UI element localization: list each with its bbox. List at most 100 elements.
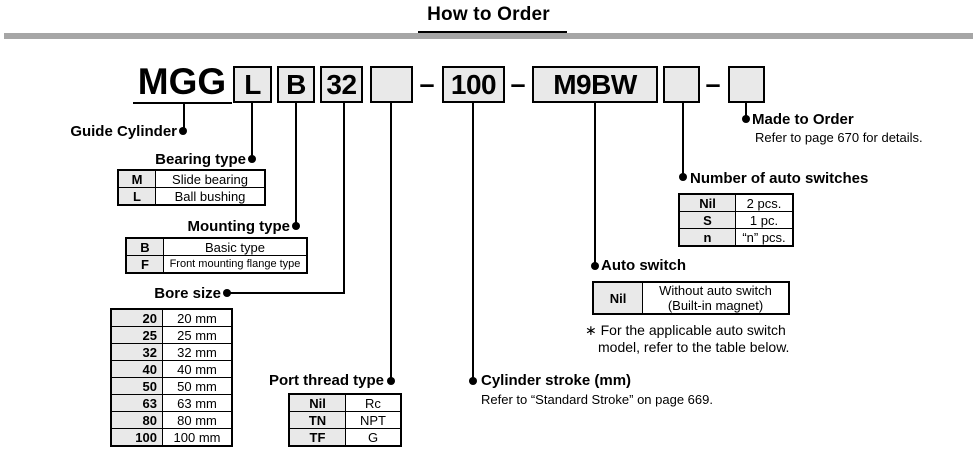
description-cell: 80 mm: [162, 411, 233, 429]
description-cell: 40 mm: [162, 360, 233, 378]
code-cell: M: [117, 169, 156, 188]
connector-line-guide-cylinder: [183, 103, 185, 131]
connector-elbow-bore-size: [227, 292, 345, 294]
code-cell: L: [117, 187, 156, 206]
connector-bullet-port-thread: [387, 377, 395, 385]
auto-switch-label: Auto switch: [601, 257, 686, 274]
description-cell: Without auto switch (Built-in magnet): [642, 281, 790, 315]
model-prefix: MGG: [137, 61, 227, 102]
code-cell: 40: [110, 360, 163, 378]
description-cell: 50 mm: [162, 377, 233, 395]
header-divider: [4, 33, 973, 39]
code-cell: n: [678, 228, 736, 247]
code-cell: TN: [288, 411, 346, 429]
code-cell: Nil: [592, 281, 643, 315]
cylinder-stroke-note: Refer to “Standard Stroke” on page 669.: [481, 392, 713, 407]
code-cell: TF: [288, 428, 346, 447]
code-cell: B: [125, 237, 164, 256]
connector-line-switch-count: [682, 103, 684, 178]
description-cell: 100 mm: [162, 428, 233, 447]
model-box-switch-count: [663, 66, 700, 103]
connector-bullet-auto-switch: [591, 262, 599, 270]
guide-cylinder-label: Guide Cylinder: [70, 123, 177, 140]
code-cell: 50: [110, 377, 163, 395]
description-cell: 63 mm: [162, 394, 233, 412]
code-cell: 100: [110, 428, 163, 447]
code-cell: Nil: [288, 393, 346, 412]
table-row: n“n” pcs.: [678, 228, 794, 247]
mounting-type-label: Mounting type: [187, 218, 290, 235]
connector-line-bearing-type: [251, 103, 253, 161]
connector-line-bore-size: [343, 103, 345, 294]
port-thread-type-label: Port thread type: [268, 372, 384, 389]
model-dash-1: –: [419, 69, 435, 99]
description-cell: NPT: [345, 411, 402, 429]
model-dash-3: –: [705, 69, 721, 99]
code-cell: Nil: [678, 193, 736, 212]
model-prefix-underline: [133, 102, 232, 104]
connector-bullet-mounting-type: [292, 222, 300, 230]
page-title: How to Order: [427, 4, 550, 25]
model-box-stroke: 100: [442, 66, 505, 103]
connector-bullet-bore-size: [223, 289, 231, 297]
bore-size-label: Bore size: [154, 285, 221, 302]
connector-line-mounting-type: [295, 103, 297, 228]
connector-line-made-to-order: [745, 103, 747, 120]
code-cell: 25: [110, 326, 163, 344]
description-cell: Slide bearing: [155, 169, 266, 188]
made-to-order-label: Made to Order: [752, 111, 854, 128]
description-cell: 2 pcs.: [735, 193, 794, 212]
connector-line-port-thread: [390, 103, 392, 382]
code-cell: F: [125, 255, 164, 274]
description-cell: 25 mm: [162, 326, 233, 344]
made-to-order-note: Refer to page 670 for details.: [755, 130, 923, 145]
model-box-auto-switch: M9BW: [532, 66, 658, 103]
number-of-auto-switches-label: Number of auto switches: [690, 170, 869, 187]
model-box-mounting: B: [277, 66, 315, 103]
description-cell: Ball bushing: [155, 187, 266, 206]
model-box-made-to-order: [728, 66, 765, 103]
description-cell: 1 pc.: [735, 211, 794, 229]
description-cell: Basic type: [163, 237, 308, 256]
connector-bullet-made-to-order: [742, 115, 750, 123]
description-cell: Rc: [345, 393, 402, 412]
code-cell: 32: [110, 343, 163, 361]
connector-line-auto-switch: [594, 103, 596, 267]
code-cell: S: [678, 211, 736, 229]
description-cell: Front mounting flange type: [163, 255, 308, 274]
auto-switch-footnote: ∗ For the applicable auto switch model, …: [585, 322, 790, 355]
model-box-bearing: L: [233, 66, 272, 103]
description-cell: G: [345, 428, 402, 447]
connector-bullet-bearing-type: [248, 155, 256, 163]
cylinder-stroke-label: Cylinder stroke (mm): [481, 372, 632, 389]
model-box-port-thread: [370, 66, 413, 103]
model-box-bore: 32: [320, 66, 363, 103]
description-cell: 20 mm: [162, 308, 233, 327]
connector-bullet-switch-count: [679, 173, 687, 181]
code-cell: 63: [110, 394, 163, 412]
